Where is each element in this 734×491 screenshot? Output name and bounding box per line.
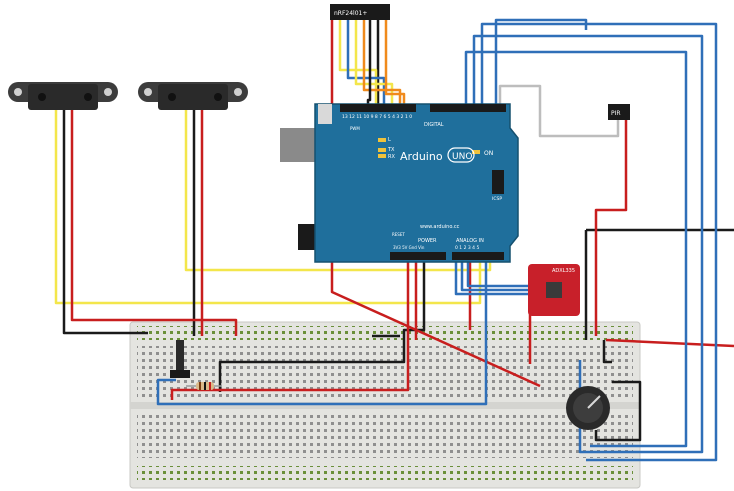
resistor-icon: [186, 382, 222, 390]
arduino-model: UNO: [452, 152, 472, 162]
icsp-label: ICSP: [492, 196, 502, 202]
digital-pin-numbers: 13 12 11 10 9 8 7 6 5 4 3 2 1 0: [342, 114, 412, 120]
radio-module-label: nRF24l01+: [334, 10, 367, 17]
blue-wires: [156, 18, 718, 462]
pushbutton: [170, 340, 190, 378]
analog-label: ANALOG IN: [456, 238, 484, 244]
center-channel: [130, 402, 640, 409]
on-label: ON: [484, 150, 493, 157]
tx-led-label: TX: [387, 147, 395, 153]
analog-pin-numbers: 0 1 2 3 4 5: [455, 245, 479, 251]
potentiometer-icon[interactable]: [566, 386, 610, 430]
bottom-power-rail: [137, 466, 633, 480]
arduino-board: Arduino UNO ON L TX RX www.arduino.cc DI…: [280, 103, 519, 263]
black-wires: [62, 20, 734, 442]
analog-header: [452, 252, 504, 260]
power-label: POWER: [418, 238, 437, 244]
arduino-url: www.arduino.cc: [420, 224, 460, 230]
icsp-header: [492, 170, 504, 194]
rx-led-label: RX: [388, 154, 395, 160]
yellow-wires: [54, 110, 492, 305]
accelerometer-module: ADXL335: [528, 264, 580, 316]
pir-label: PIR: [611, 110, 621, 117]
radio-module-wires: [338, 20, 406, 110]
ir-distance-sensor-icon: [8, 82, 118, 110]
pir-sensor: PIR: [608, 104, 630, 120]
bottom-terminal-strip: [137, 412, 633, 458]
grey-wires: [498, 84, 620, 138]
arduino-brand: Arduino: [400, 150, 443, 163]
l-led-label: L: [388, 137, 391, 143]
red-wires: [70, 20, 734, 400]
digital-header-low: [430, 104, 506, 112]
usb-connector: [280, 128, 320, 162]
ir-distance-sensor-icon: [138, 82, 248, 110]
power-pin-labels: 3V3 5V Gnd Vin: [393, 245, 425, 250]
top-power-rail: [137, 326, 633, 340]
reset-label: RESET: [392, 232, 405, 237]
power-header: [390, 252, 446, 260]
radio-module-icon: nRF24l01+: [330, 4, 390, 20]
digital-label: DIGITAL: [424, 122, 444, 128]
pwm-label: PWM: [350, 126, 360, 131]
reset-button[interactable]: [318, 104, 332, 124]
accelerometer-label: ADXL335: [552, 268, 575, 274]
digital-header-high: [340, 104, 416, 112]
